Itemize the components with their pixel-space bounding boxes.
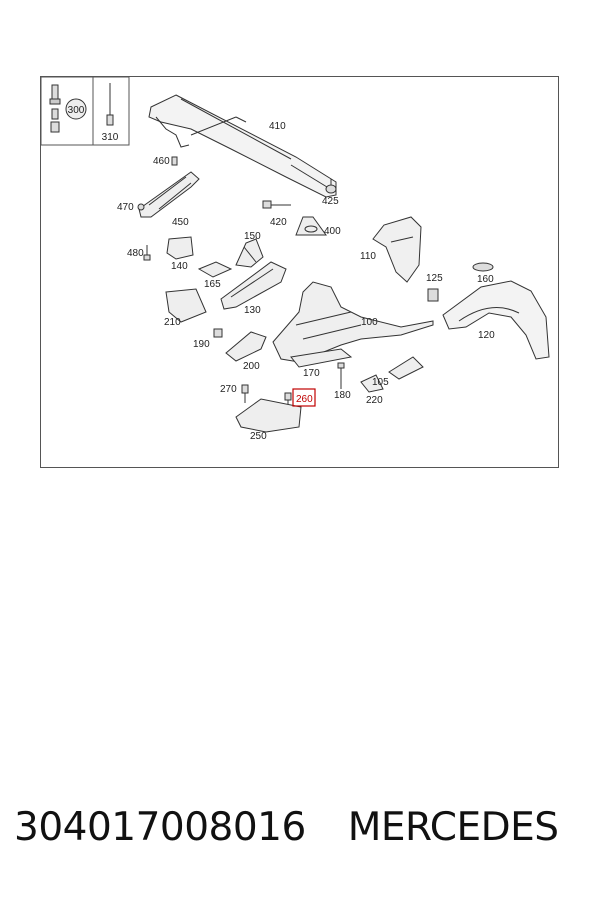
part-120-drawing bbox=[442, 280, 550, 360]
part-label-400: 400 bbox=[324, 226, 341, 237]
part-label-220: 220 bbox=[366, 395, 383, 406]
part-480-drawing bbox=[143, 245, 151, 261]
part-label-270: 270 bbox=[220, 384, 237, 395]
part-125-drawing bbox=[427, 288, 439, 302]
part-label-160: 160 bbox=[477, 274, 494, 285]
part-140-drawing bbox=[166, 236, 194, 260]
highlight-box-260 bbox=[292, 388, 316, 407]
part-250-drawing bbox=[235, 398, 302, 433]
part-425-drawing bbox=[325, 179, 337, 194]
part-180-drawing bbox=[337, 362, 345, 389]
parts-diagram-drawing: 300 310 410 460 470 450 425 420 400 480 … bbox=[41, 77, 550, 442]
part-number: 304017008016 bbox=[14, 805, 306, 850]
part-200-drawing bbox=[225, 331, 267, 362]
part-165-drawing bbox=[197, 261, 233, 278]
part-105-drawing bbox=[388, 356, 424, 380]
inset-box bbox=[41, 77, 130, 146]
part-470-drawing bbox=[137, 203, 145, 211]
part-label-125: 125 bbox=[426, 273, 443, 284]
part-label-410: 410 bbox=[269, 121, 286, 132]
part-label-130: 130 bbox=[244, 305, 261, 316]
part-130-drawing bbox=[220, 261, 287, 310]
part-420-drawing bbox=[262, 200, 291, 209]
part-label-190: 190 bbox=[193, 339, 210, 350]
part-150-drawing bbox=[235, 238, 264, 268]
part-label-460: 460 bbox=[153, 156, 170, 167]
part-220-drawing bbox=[360, 374, 384, 393]
part-label-250: 250 bbox=[250, 431, 267, 442]
part-170-drawing bbox=[290, 348, 353, 368]
part-label-165: 165 bbox=[204, 279, 221, 290]
part-160-drawing bbox=[472, 262, 494, 272]
part-190-drawing bbox=[213, 328, 223, 338]
inset-label-300: 300 bbox=[68, 105, 85, 116]
part-410-drawing bbox=[148, 94, 337, 198]
brand-name: MERCEDES bbox=[347, 805, 559, 850]
part-110-drawing bbox=[372, 216, 422, 283]
part-label-200: 200 bbox=[243, 361, 260, 372]
part-label-180: 180 bbox=[334, 390, 351, 401]
part-400-drawing bbox=[295, 216, 327, 236]
part-label-450: 450 bbox=[172, 217, 189, 228]
part-label-210: 210 bbox=[164, 317, 181, 328]
inset-label-310: 310 bbox=[102, 132, 119, 143]
part-label-480: 480 bbox=[127, 248, 144, 259]
part-label-470: 470 bbox=[117, 202, 134, 213]
part-270-drawing bbox=[241, 384, 249, 403]
part-label-425: 425 bbox=[322, 196, 339, 207]
part-label-100: 100 bbox=[361, 317, 378, 328]
bolt-set-icon bbox=[49, 84, 87, 133]
part-label-105: 105 bbox=[372, 377, 389, 388]
part-label-260: 260 bbox=[296, 394, 313, 405]
part-label-420: 420 bbox=[270, 217, 287, 228]
long-bolt-icon bbox=[106, 83, 114, 126]
part-210-drawing bbox=[165, 288, 207, 323]
part-label-140: 140 bbox=[171, 261, 188, 272]
part-label-150: 150 bbox=[244, 231, 261, 242]
part-label-120: 120 bbox=[478, 330, 495, 341]
part-label-110: 110 bbox=[360, 251, 376, 262]
part-450-drawing bbox=[138, 171, 200, 218]
part-label-170: 170 bbox=[303, 368, 320, 379]
parts-diagram: 300 310 410 460 470 450 425 420 400 480 … bbox=[40, 76, 559, 468]
product-footer: 304017008016 MERCEDES bbox=[14, 805, 594, 865]
part-460-drawing bbox=[171, 156, 178, 166]
part-100-drawing bbox=[272, 281, 434, 363]
